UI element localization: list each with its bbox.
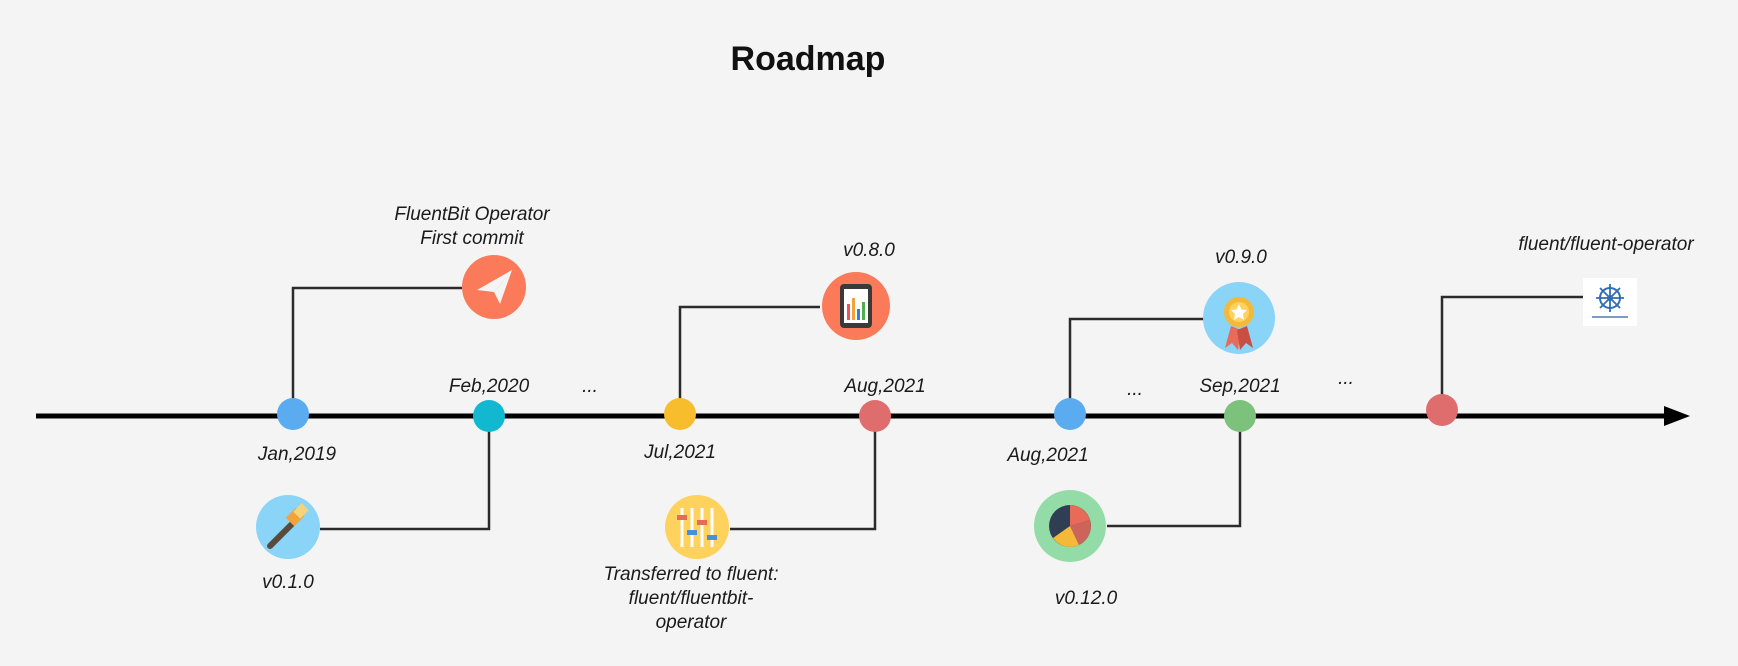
milestone-date-aug2021-a: Aug,2021	[844, 376, 926, 397]
milestone-dot-aug2021-a	[859, 400, 891, 432]
milestone-dot-feb2020	[473, 400, 505, 432]
event-label-fluent-operator: fluent/fluent-operator	[1518, 234, 1694, 255]
event-label-v0120: v0.12.0	[1054, 588, 1118, 609]
page-title: Roadmap	[730, 40, 886, 78]
milestone-date-feb2020: Feb,2020	[448, 376, 530, 397]
milestone-date-jan2019: Jan,2019	[257, 444, 337, 465]
milestone-dot-jan2019	[277, 398, 309, 430]
milestone-dot-jul2021	[664, 398, 696, 430]
ellipsis-2: ...	[1127, 379, 1143, 400]
ellipsis-3: ...	[1338, 368, 1354, 389]
sliders-icon	[665, 495, 729, 559]
paintbrush-icon	[256, 495, 320, 559]
milestone-date-jul2021: Jul,2021	[644, 442, 716, 463]
connector-jul2021	[678, 305, 820, 402]
paper-plane-icon	[462, 255, 526, 319]
milestone-date-aug2021-b: Aug,2021	[1007, 445, 1089, 466]
connector-aug2021-b	[1068, 317, 1204, 402]
milestone-dot-sep2021	[1224, 400, 1256, 432]
event-label-v090: v0.9.0	[1215, 247, 1267, 268]
event-label-first-commit-line1: FluentBit Operator	[394, 204, 550, 225]
connector-latest	[1440, 295, 1586, 402]
ellipsis-1: ...	[582, 376, 598, 397]
milestone-dot-aug2021-b	[1054, 398, 1086, 430]
event-label-v010: v0.1.0	[262, 572, 314, 593]
event-label-transferred-line2: fluent/fluentbit-	[628, 588, 754, 609]
timeline-arrowhead	[1664, 406, 1690, 426]
event-label-v080: v0.8.0	[843, 240, 895, 261]
connector-feb2020	[320, 430, 491, 531]
event-label-transferred-line1: Transferred to fluent:	[603, 564, 779, 585]
milestone-dot-latest	[1426, 394, 1458, 426]
connector-jan2019	[291, 286, 462, 402]
milestone-date-sep2021: Sep,2021	[1199, 376, 1281, 397]
pie-chart-icon	[1034, 490, 1106, 562]
connector-aug2021-a	[730, 430, 877, 531]
award-medal-icon	[1203, 282, 1275, 354]
event-label-transferred-line3: operator	[655, 612, 727, 633]
connector-sep2021	[1107, 430, 1242, 528]
event-label-first-commit-line2: First commit	[420, 228, 524, 249]
bar-chart-tablet-icon	[822, 272, 890, 340]
helm-wheel-logo	[1583, 278, 1637, 326]
